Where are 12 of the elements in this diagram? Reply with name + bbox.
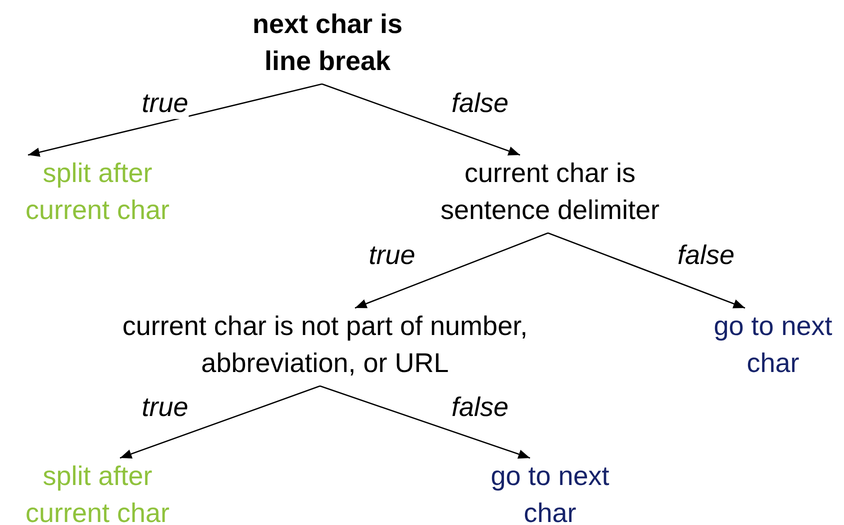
arrow — [28, 83, 322, 157]
arrow — [320, 385, 530, 459]
arrow — [322, 83, 520, 156]
action-text: split after current char — [24, 157, 171, 227]
action-text: split after current char — [24, 460, 171, 525]
condition-text: next char is line break — [251, 8, 404, 78]
arrow — [548, 232, 746, 309]
arrow — [354, 232, 548, 309]
action-text: go to next char — [712, 310, 834, 380]
arrow — [120, 385, 320, 459]
action-text: go to next char — [490, 460, 610, 525]
condition-text: current char is sentence delimiter — [439, 157, 661, 227]
